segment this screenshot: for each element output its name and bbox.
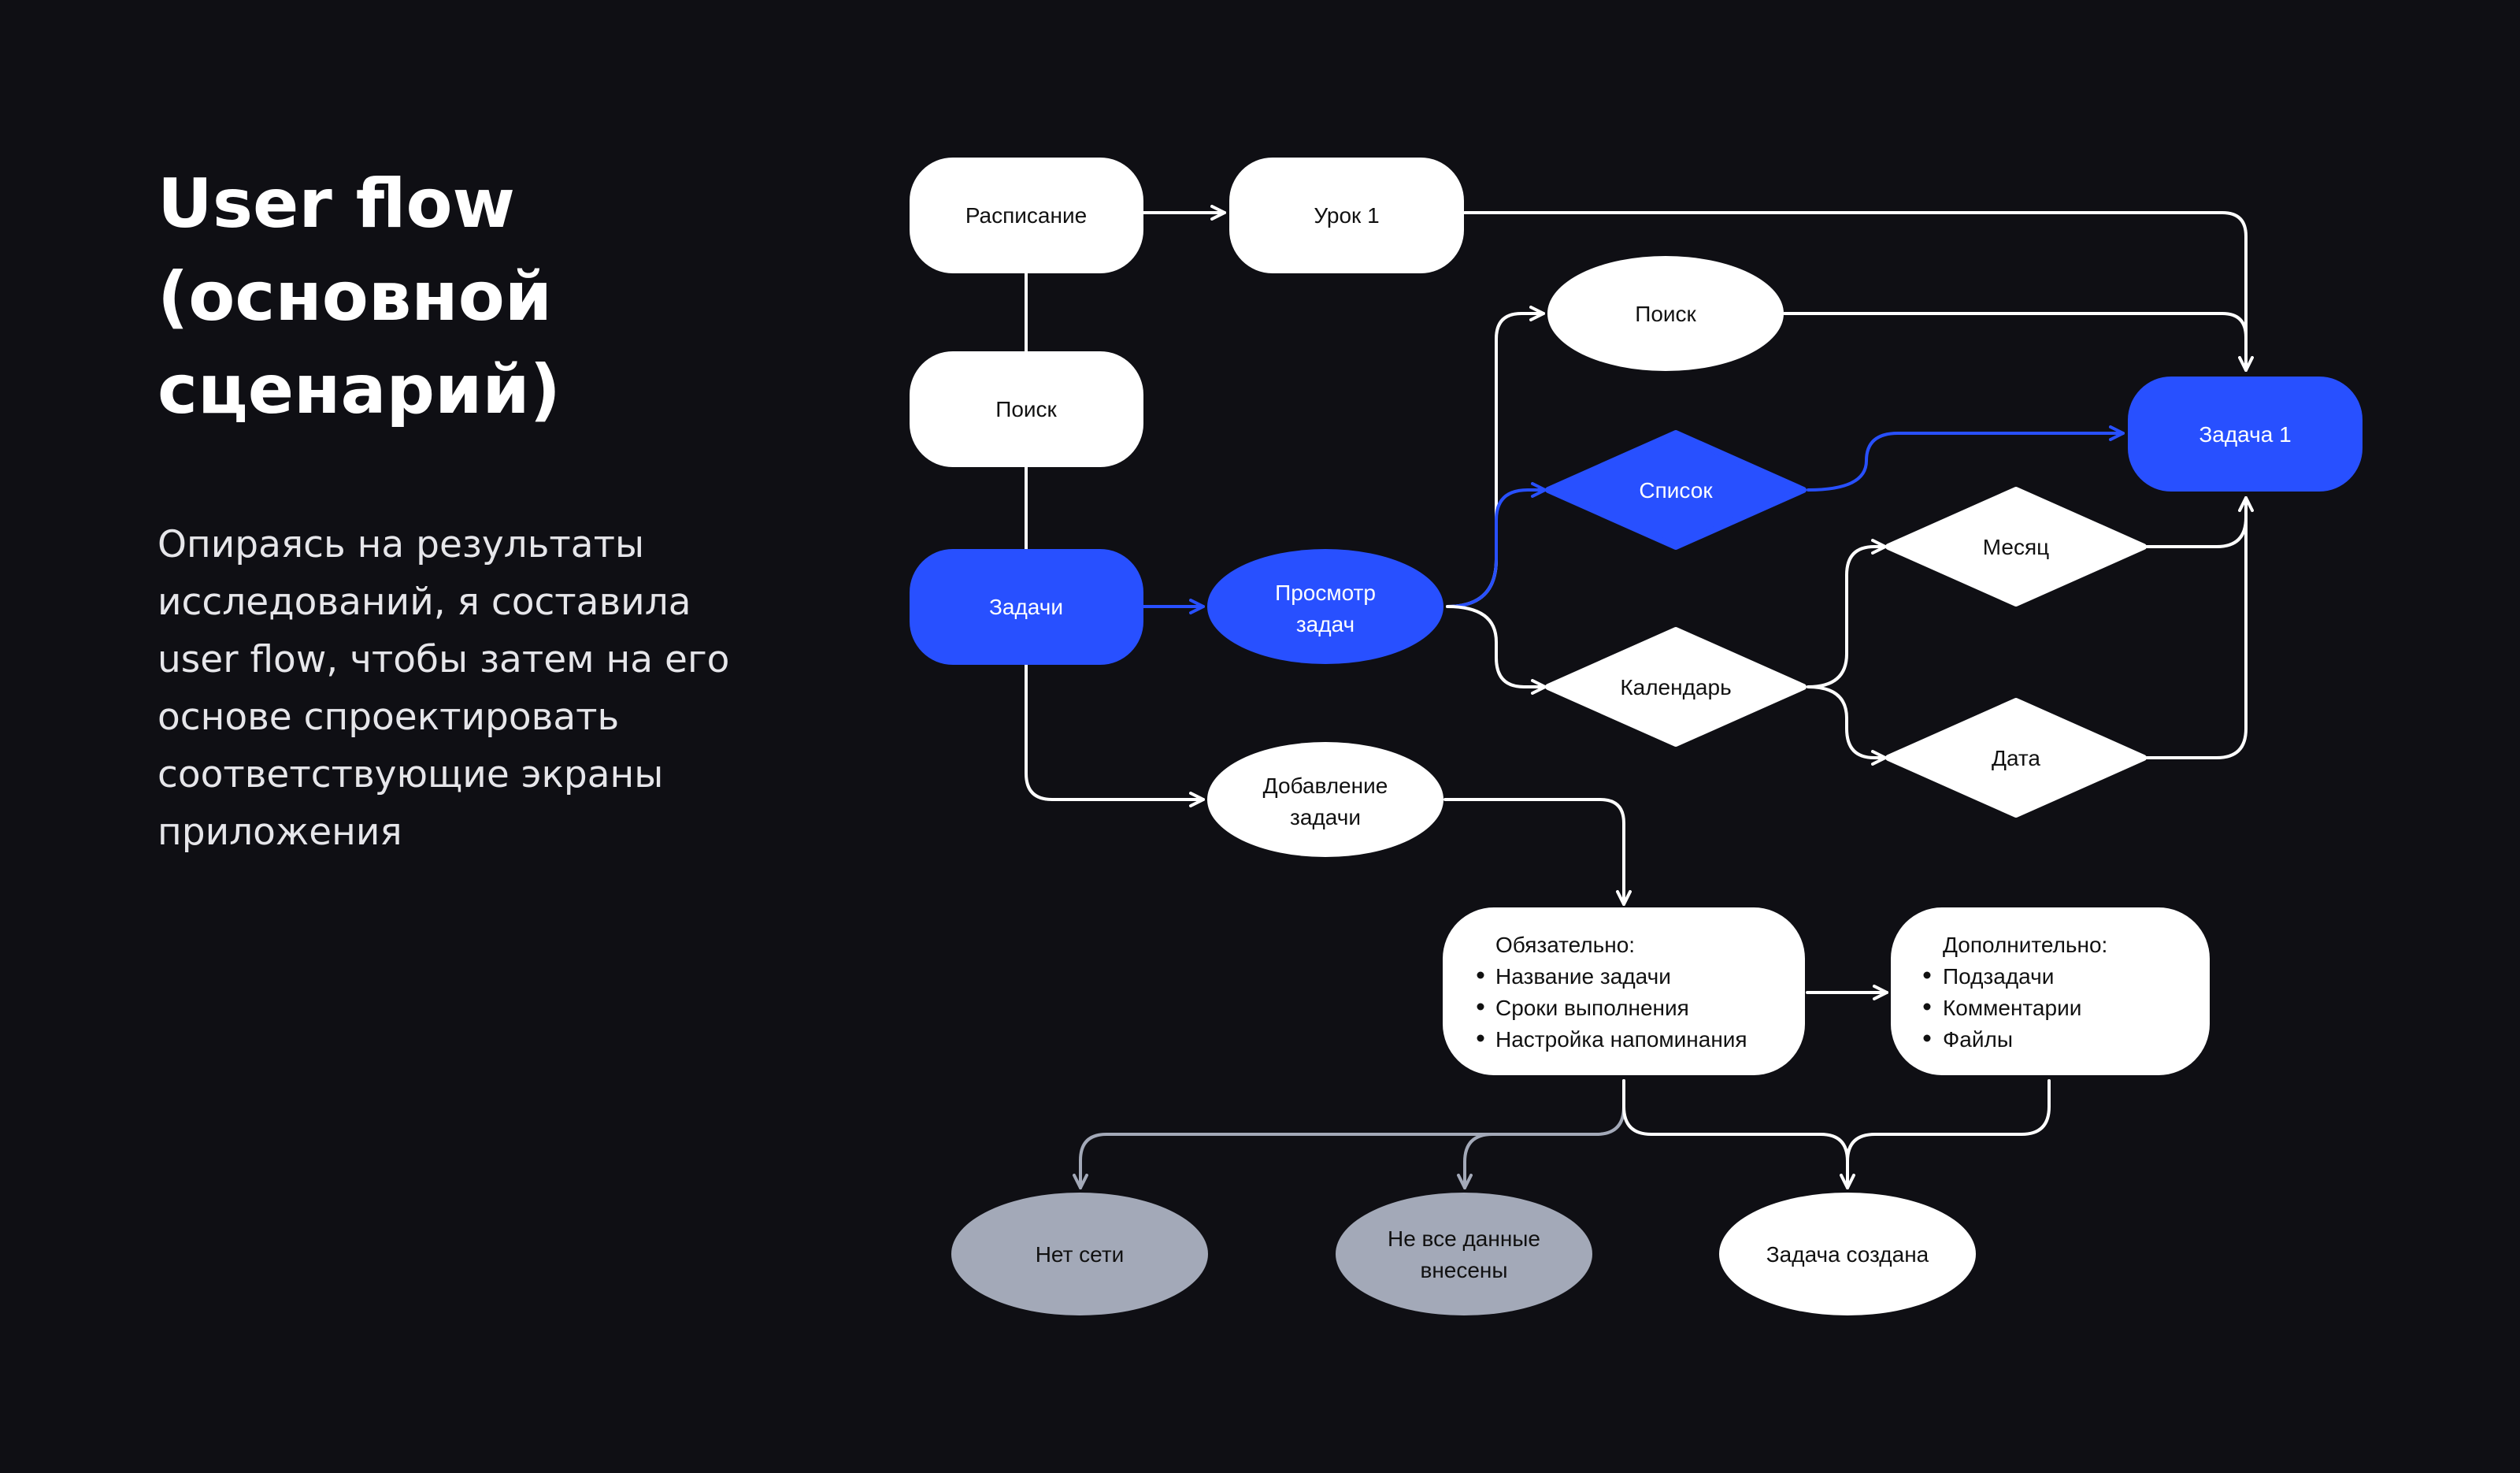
node-date[interactable]: Дата <box>1885 698 2147 818</box>
node-lesson-1[interactable]: Урок 1 <box>1229 158 1464 273</box>
node-add-task-label-2: задачи <box>1290 805 1361 829</box>
node-not-all-data-label-1: Не все данные <box>1388 1226 1540 1251</box>
title-line-3: сценарий) <box>158 351 561 429</box>
optional-header: Дополнительно: <box>1943 933 2107 957</box>
edge-date-to-task1 <box>2145 496 2254 759</box>
node-search-left[interactable]: Поиск <box>910 351 1143 467</box>
edge-view-to-list <box>1446 482 1547 608</box>
required-bullet-3 <box>1477 1034 1484 1042</box>
description-line-4: основе спроектировать <box>158 696 620 739</box>
node-no-network-label: Нет сети <box>1036 1242 1125 1267</box>
node-view-tasks[interactable]: Просмотр задач <box>1207 549 1443 664</box>
node-search-right[interactable]: Поиск <box>1547 256 1784 371</box>
node-search-left-label: Поиск <box>995 397 1057 421</box>
node-calendar-label: Календарь <box>1620 675 1731 699</box>
required-item-2: Сроки выполнения <box>1495 996 1689 1020</box>
required-bullet-2 <box>1477 1003 1484 1011</box>
node-month-label: Месяц <box>1983 535 2049 559</box>
edge-lesson-to-task1 <box>1463 211 2254 372</box>
optional-bullet-2 <box>1923 1003 1931 1011</box>
title-line-2: (основной <box>158 258 553 336</box>
optional-bullet-3 <box>1923 1034 1931 1042</box>
node-date-label: Дата <box>1992 746 2040 770</box>
node-calendar[interactable]: Календарь <box>1545 627 1807 747</box>
node-tasks-label: Задачи <box>989 595 1063 619</box>
node-task-created[interactable]: Задача создана <box>1719 1193 1976 1315</box>
required-item-1: Название задачи <box>1495 964 1671 989</box>
required-bullet-1 <box>1477 971 1484 979</box>
node-month[interactable]: Месяц <box>1885 487 2147 607</box>
edge-view-to-calendar <box>1446 605 1547 695</box>
edge-month-to-task1 <box>2145 516 2248 548</box>
required-header: Обязательно: <box>1495 933 1635 957</box>
node-task-created-label: Задача создана <box>1766 1242 1929 1267</box>
node-task-1-label: Задача 1 <box>2199 422 2291 447</box>
node-not-all-data[interactable]: Не все данные внесены <box>1336 1193 1592 1315</box>
required-item-3: Настройка напоминания <box>1495 1027 1747 1052</box>
description: Опираясь на результаты исследований, я с… <box>158 516 866 861</box>
edge-optional-to-created <box>1840 1079 2051 1189</box>
node-list-label: Список <box>1639 478 1713 503</box>
description-line-3: user flow, чтобы затем на его <box>158 638 730 681</box>
description-line-5: соответствующие экраны <box>158 753 664 796</box>
edge-calendar-to-month <box>1807 539 1887 688</box>
node-view-tasks-label-1: Просмотр <box>1275 581 1376 605</box>
node-not-all-data-label-2: внесены <box>1420 1258 1507 1282</box>
node-optional-fields[interactable]: Дополнительно: Подзадачи Комментарии Фай… <box>1891 907 2210 1075</box>
node-schedule[interactable]: Расписание <box>910 158 1143 273</box>
edge-calendar-to-date <box>1807 685 1887 766</box>
edge-to-no-network <box>1073 1079 1625 1189</box>
node-add-task[interactable]: Добавление задачи <box>1207 742 1443 857</box>
node-lesson-1-label: Урок 1 <box>1314 203 1379 228</box>
optional-bullet-1 <box>1923 971 1931 979</box>
node-add-task-label-1: Добавление <box>1263 774 1388 798</box>
edge-add-to-required <box>1443 798 1632 906</box>
description-line-6: приложения <box>158 811 402 854</box>
node-no-network[interactable]: Нет сети <box>951 1193 1208 1315</box>
edge-to-not-all-data <box>1457 1133 1494 1189</box>
edge-list-to-task1 <box>1807 425 2125 492</box>
page-title: User flow (основной сценарий) <box>158 158 803 436</box>
optional-item-2: Комментарии <box>1943 996 2081 1020</box>
description-line-2: исследований, я составила <box>158 581 691 624</box>
node-list[interactable]: Список <box>1545 430 1807 550</box>
edge-required-to-created <box>1622 1079 1849 1163</box>
node-tasks[interactable]: Задачи <box>910 549 1143 665</box>
node-search-right-label: Поиск <box>1635 302 1696 326</box>
edge-search-to-task1 <box>1783 312 2248 339</box>
node-view-tasks-label-2: задач <box>1296 612 1354 636</box>
optional-item-3: Файлы <box>1943 1027 2013 1052</box>
optional-item-1: Подзадачи <box>1943 964 2054 989</box>
node-task-1[interactable]: Задача 1 <box>2128 377 2362 492</box>
title-line-1: User flow <box>158 165 515 243</box>
description-line-1: Опираясь на результаты <box>158 523 645 566</box>
node-schedule-label: Расписание <box>965 203 1087 228</box>
edge-tasks-to-add <box>1025 662 1205 807</box>
node-required-fields[interactable]: Обязательно: Название задачи Сроки выпол… <box>1443 907 1805 1075</box>
